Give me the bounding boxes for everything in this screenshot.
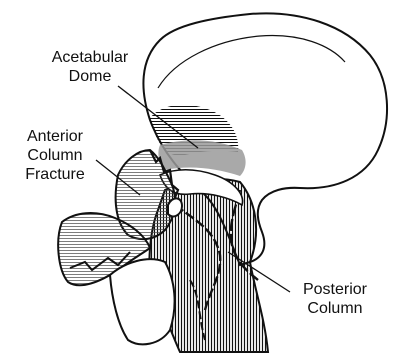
label-anterior-line1: Anterior: [14, 127, 96, 146]
label-acetabular-dome: Acetabular Dome: [34, 48, 146, 86]
label-anterior-line2: Column: [14, 146, 96, 165]
label-anterior-line3: Fracture: [14, 165, 96, 184]
label-acetabular-dome-line1: Acetabular: [34, 48, 146, 67]
ischial-fragment: [110, 259, 175, 344]
teardrop-loop: [168, 198, 182, 216]
label-anterior-column-fracture: Anterior Column Fracture: [14, 127, 96, 184]
label-posterior-line2: Column: [290, 299, 380, 318]
label-posterior-line1: Posterior: [290, 280, 380, 299]
label-acetabular-dome-line2: Dome: [34, 67, 146, 86]
label-posterior-column: Posterior Column: [290, 280, 380, 318]
